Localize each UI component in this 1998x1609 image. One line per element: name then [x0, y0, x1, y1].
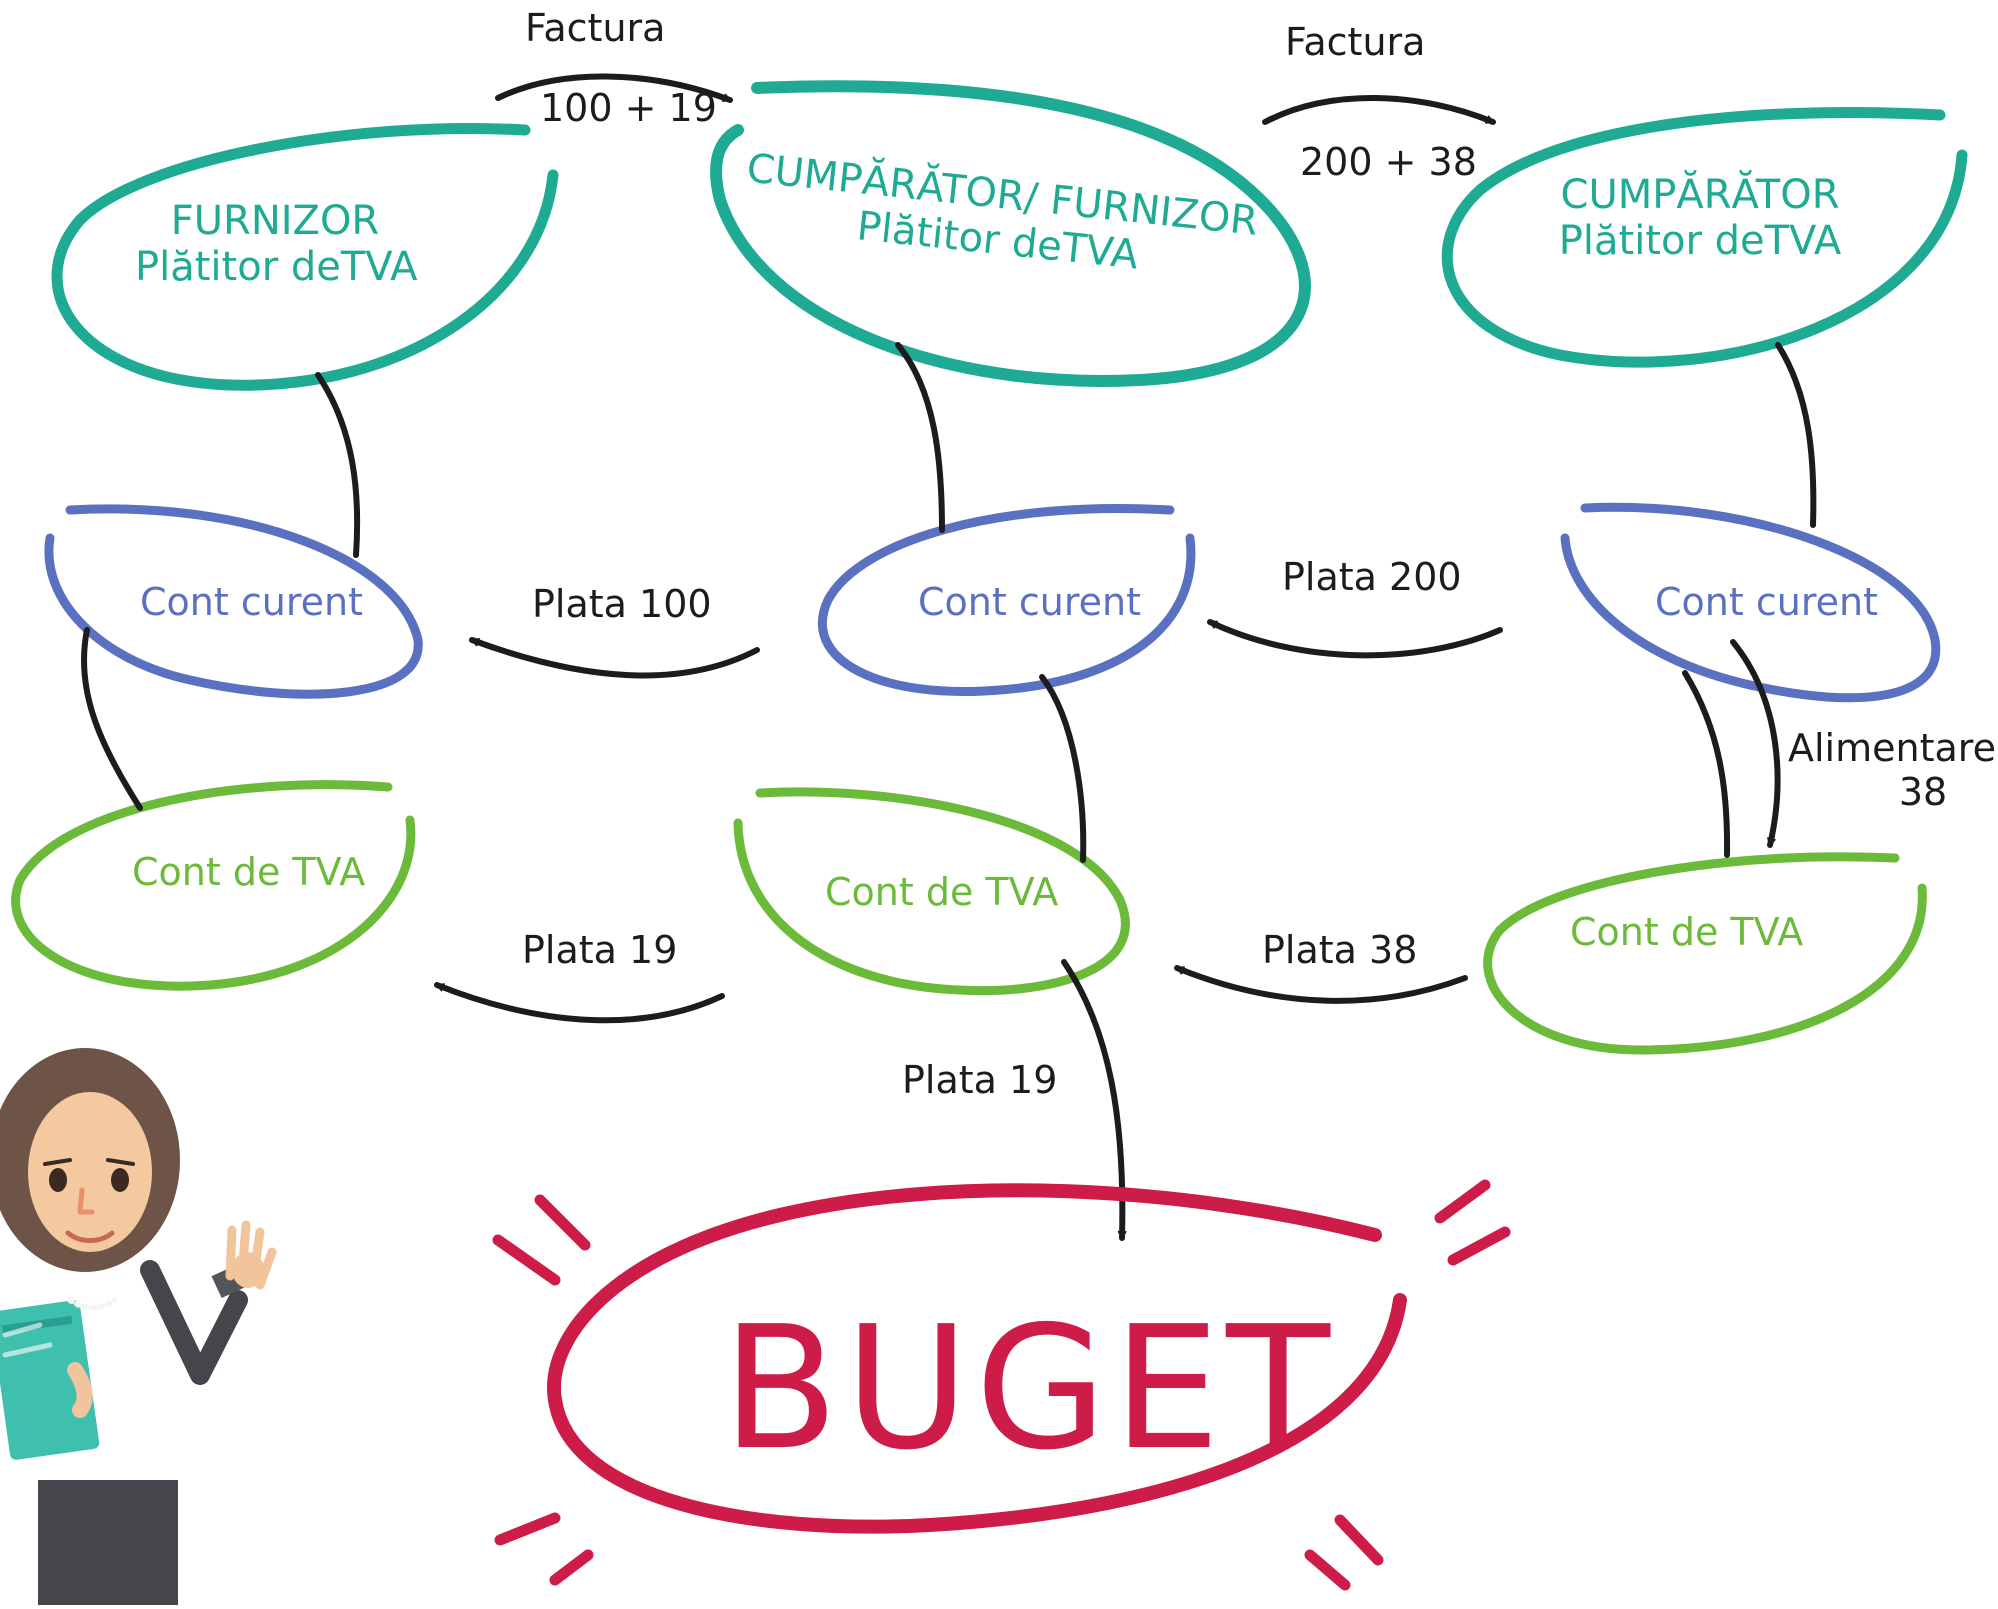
arrow-payment-100	[469, 637, 760, 679]
vat-account-label-3: Cont de TVA	[1570, 910, 1804, 954]
budget-accent-3	[1434, 1179, 1491, 1224]
arrow-payment-19-left	[434, 982, 725, 1024]
connector-current-vat-3	[1682, 670, 1731, 858]
budget-accent-5	[494, 1512, 561, 1546]
vat-account-oval-3	[1483, 852, 1927, 1055]
arrow-payment-200	[1207, 619, 1503, 659]
supplier-title: FURNIZOR	[170, 198, 380, 244]
payment-200-label: Plata 200	[1282, 555, 1462, 599]
budget-label: BUGET	[722, 1290, 1337, 1488]
topup-title: Alimentare	[1788, 726, 1996, 770]
budget-accent-8	[1334, 1514, 1384, 1566]
arrow-payment-38	[1174, 965, 1468, 1004]
connector-buyersupplier-current	[895, 342, 945, 533]
vat-account-label-2: Cont de TVA	[825, 870, 1059, 914]
connector-current-vat-1	[81, 627, 143, 811]
supplier-oval	[51, 122, 559, 391]
payment-19-left-label: Plata 19	[522, 928, 678, 972]
current-account-label-3: Cont curent	[1655, 580, 1878, 624]
buyer-label: CUMPĂRĂTOR Plătitor deTVA	[1540, 172, 1860, 264]
buyer-title: CUMPĂRĂTOR	[1560, 172, 1840, 218]
buyer-subtitle: Plătitor deTVA	[1558, 218, 1842, 264]
current-account-oval-1	[44, 504, 423, 699]
arrow-invoice-1	[495, 73, 733, 103]
invoice-1-title: Factura	[525, 6, 666, 50]
invoice-2-amount: 200 + 38	[1300, 140, 1477, 184]
connector-supplier-current	[315, 372, 361, 558]
budget-accent-6	[549, 1549, 594, 1586]
vat-account-oval-1	[11, 780, 416, 991]
arrow-topup	[1730, 639, 1781, 848]
budget-accent-4	[1447, 1226, 1511, 1266]
connector-current-vat-2	[1039, 674, 1087, 863]
buyer-supplier-oval	[710, 80, 1311, 387]
current-account-label-1: Cont curent	[140, 580, 363, 624]
current-account-oval-2	[817, 503, 1196, 697]
budget-accent-1	[492, 1234, 561, 1286]
invoice-2-title: Factura	[1285, 20, 1426, 64]
current-account-label-2: Cont curent	[918, 580, 1141, 624]
payment-38-label: Plata 38	[1262, 928, 1418, 972]
current-account-oval-3	[1560, 502, 1941, 703]
budget-oval	[547, 1183, 1407, 1534]
businesswoman-illustration	[0, 1048, 277, 1605]
invoice-1-amount: 100 + 19	[540, 86, 717, 130]
topup-label: Alimentare 38	[1788, 726, 1996, 814]
budget-accent-2	[534, 1194, 591, 1251]
supplier-subtitle: Plătitor deTVA	[135, 244, 418, 290]
connector-buyer-current	[1775, 342, 1817, 528]
arrow-invoice-2	[1262, 95, 1496, 125]
payment-19-budget-label: Plata 19	[902, 1058, 1058, 1102]
supplier-label: FURNIZOR Plătitor deTVA	[135, 198, 418, 290]
vat-account-label-1: Cont de TVA	[132, 850, 366, 894]
topup-amount: 38	[1898, 770, 1948, 814]
budget-accent-7	[1304, 1549, 1351, 1591]
buyer-oval	[1441, 107, 1968, 368]
payment-100-label: Plata 100	[532, 582, 712, 626]
vat-account-oval-2	[733, 787, 1130, 996]
